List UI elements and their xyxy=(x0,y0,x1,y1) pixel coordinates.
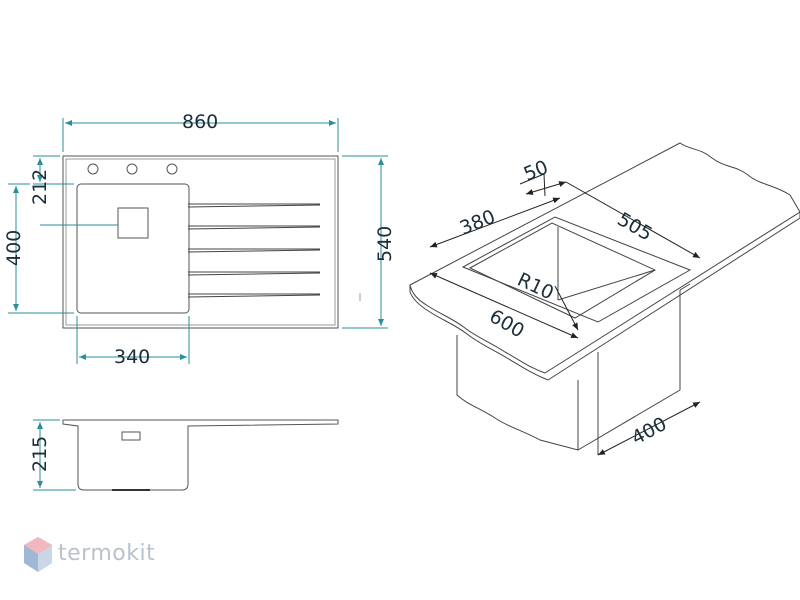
side-profile xyxy=(62,419,339,491)
sink-top-outline xyxy=(62,155,339,329)
brand-logo-icon xyxy=(24,537,52,572)
dim-212: 212 xyxy=(29,169,51,205)
dim-215: 215 xyxy=(29,436,51,472)
dim-860: 860 xyxy=(182,111,218,133)
side-drain xyxy=(121,431,141,441)
sink-top-inner-outline xyxy=(65,158,336,326)
dim-50: 50 xyxy=(521,156,552,185)
dim-540: 540 xyxy=(374,226,396,262)
dim-400-persp: 400 xyxy=(628,413,670,449)
back-edge xyxy=(679,283,691,291)
dim-400-top: 400 xyxy=(3,230,25,266)
tap-hole-3 xyxy=(166,163,178,175)
tap-hole-1 xyxy=(87,163,99,175)
drain-square xyxy=(117,207,149,239)
side-view-dimensions xyxy=(33,419,76,491)
drainer-grooves xyxy=(187,203,321,298)
top-view xyxy=(62,155,361,329)
bowl-outline xyxy=(76,183,190,314)
side-view xyxy=(62,419,339,491)
tap-hole-2 xyxy=(126,163,138,175)
brand-name: termokit xyxy=(58,541,156,566)
dim-380: 380 xyxy=(457,206,499,240)
perspective-dimensions xyxy=(429,173,701,456)
cabinet-left xyxy=(456,335,579,451)
countertop xyxy=(409,142,800,374)
perspective-view xyxy=(409,142,800,455)
top-view-dimensions xyxy=(8,118,388,364)
dim-340: 340 xyxy=(114,346,150,368)
